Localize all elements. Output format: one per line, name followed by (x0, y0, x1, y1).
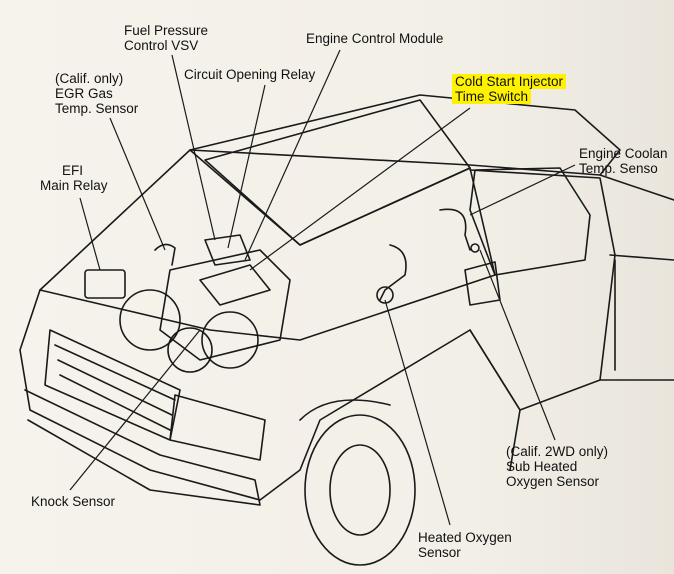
front-wheel (304, 414, 416, 566)
label-line: Temp. Sensor (55, 101, 139, 116)
label-line: Temp. Senso (579, 161, 658, 176)
label-heated-oxygen-sensor: Heated Oxygen Sensor (418, 530, 512, 560)
label-engine-control-module: Engine Control Module (306, 31, 443, 46)
label-line: Main Relay (40, 178, 108, 193)
label-engine-coolant-temp-sensor: Engine Coolan Temp. Senso (579, 146, 668, 176)
front-body (19, 289, 521, 501)
door (469, 169, 616, 411)
label-fuel-pressure-vsv: Fuel Pressure Control VSV (124, 23, 208, 53)
label-efi-main-relay: EFI Main Relay (40, 163, 108, 193)
engine-block (159, 249, 291, 361)
label-line: Circuit Opening Relay (184, 67, 316, 82)
label-line: (Calif. only) (55, 71, 124, 86)
headlight (169, 394, 266, 461)
label-line: Heated Oxygen (418, 530, 512, 545)
label-circuit-opening-relay: Circuit Opening Relay (184, 67, 315, 82)
cab-roof (189, 94, 621, 176)
label-line: Engine Control Module (306, 31, 444, 46)
label-line: EGR Gas (55, 86, 113, 101)
label-line: Engine Coolan (579, 146, 668, 161)
harness-right (439, 208, 471, 251)
label-cold-start-injector-time-switch: Cold Start Injector Time Switch (452, 74, 567, 104)
label-line: Sub Heated (506, 459, 578, 474)
label-line: Fuel Pressure (124, 23, 209, 38)
truck-bed (599, 174, 674, 381)
air-cleaner (119, 289, 181, 351)
label-line: Sensor (418, 545, 461, 560)
label-line: EFI (62, 163, 84, 178)
grille (44, 329, 181, 441)
label-line: Time Switch (452, 89, 532, 104)
side-window (469, 167, 591, 276)
label-line: Cold Start Injector (452, 74, 567, 89)
label-line: Oxygen Sensor (506, 474, 600, 489)
efi-relay-box (84, 269, 126, 299)
label-sub-heated-oxygen-sensor: (Calif. 2WD only) Sub Heated Oxygen Sens… (506, 444, 608, 489)
label-line: Control VSV (124, 38, 199, 53)
label-line: Knock Sensor (31, 494, 116, 509)
hood (39, 149, 496, 341)
bumper (24, 389, 261, 506)
label-line: (Calif. 2WD only) (506, 444, 609, 459)
leader-lines (69, 49, 576, 526)
label-egr-gas-temp-sensor: (Calif. only) EGR Gas Temp. Sensor (55, 71, 138, 116)
label-knock-sensor: Knock Sensor (31, 494, 115, 509)
